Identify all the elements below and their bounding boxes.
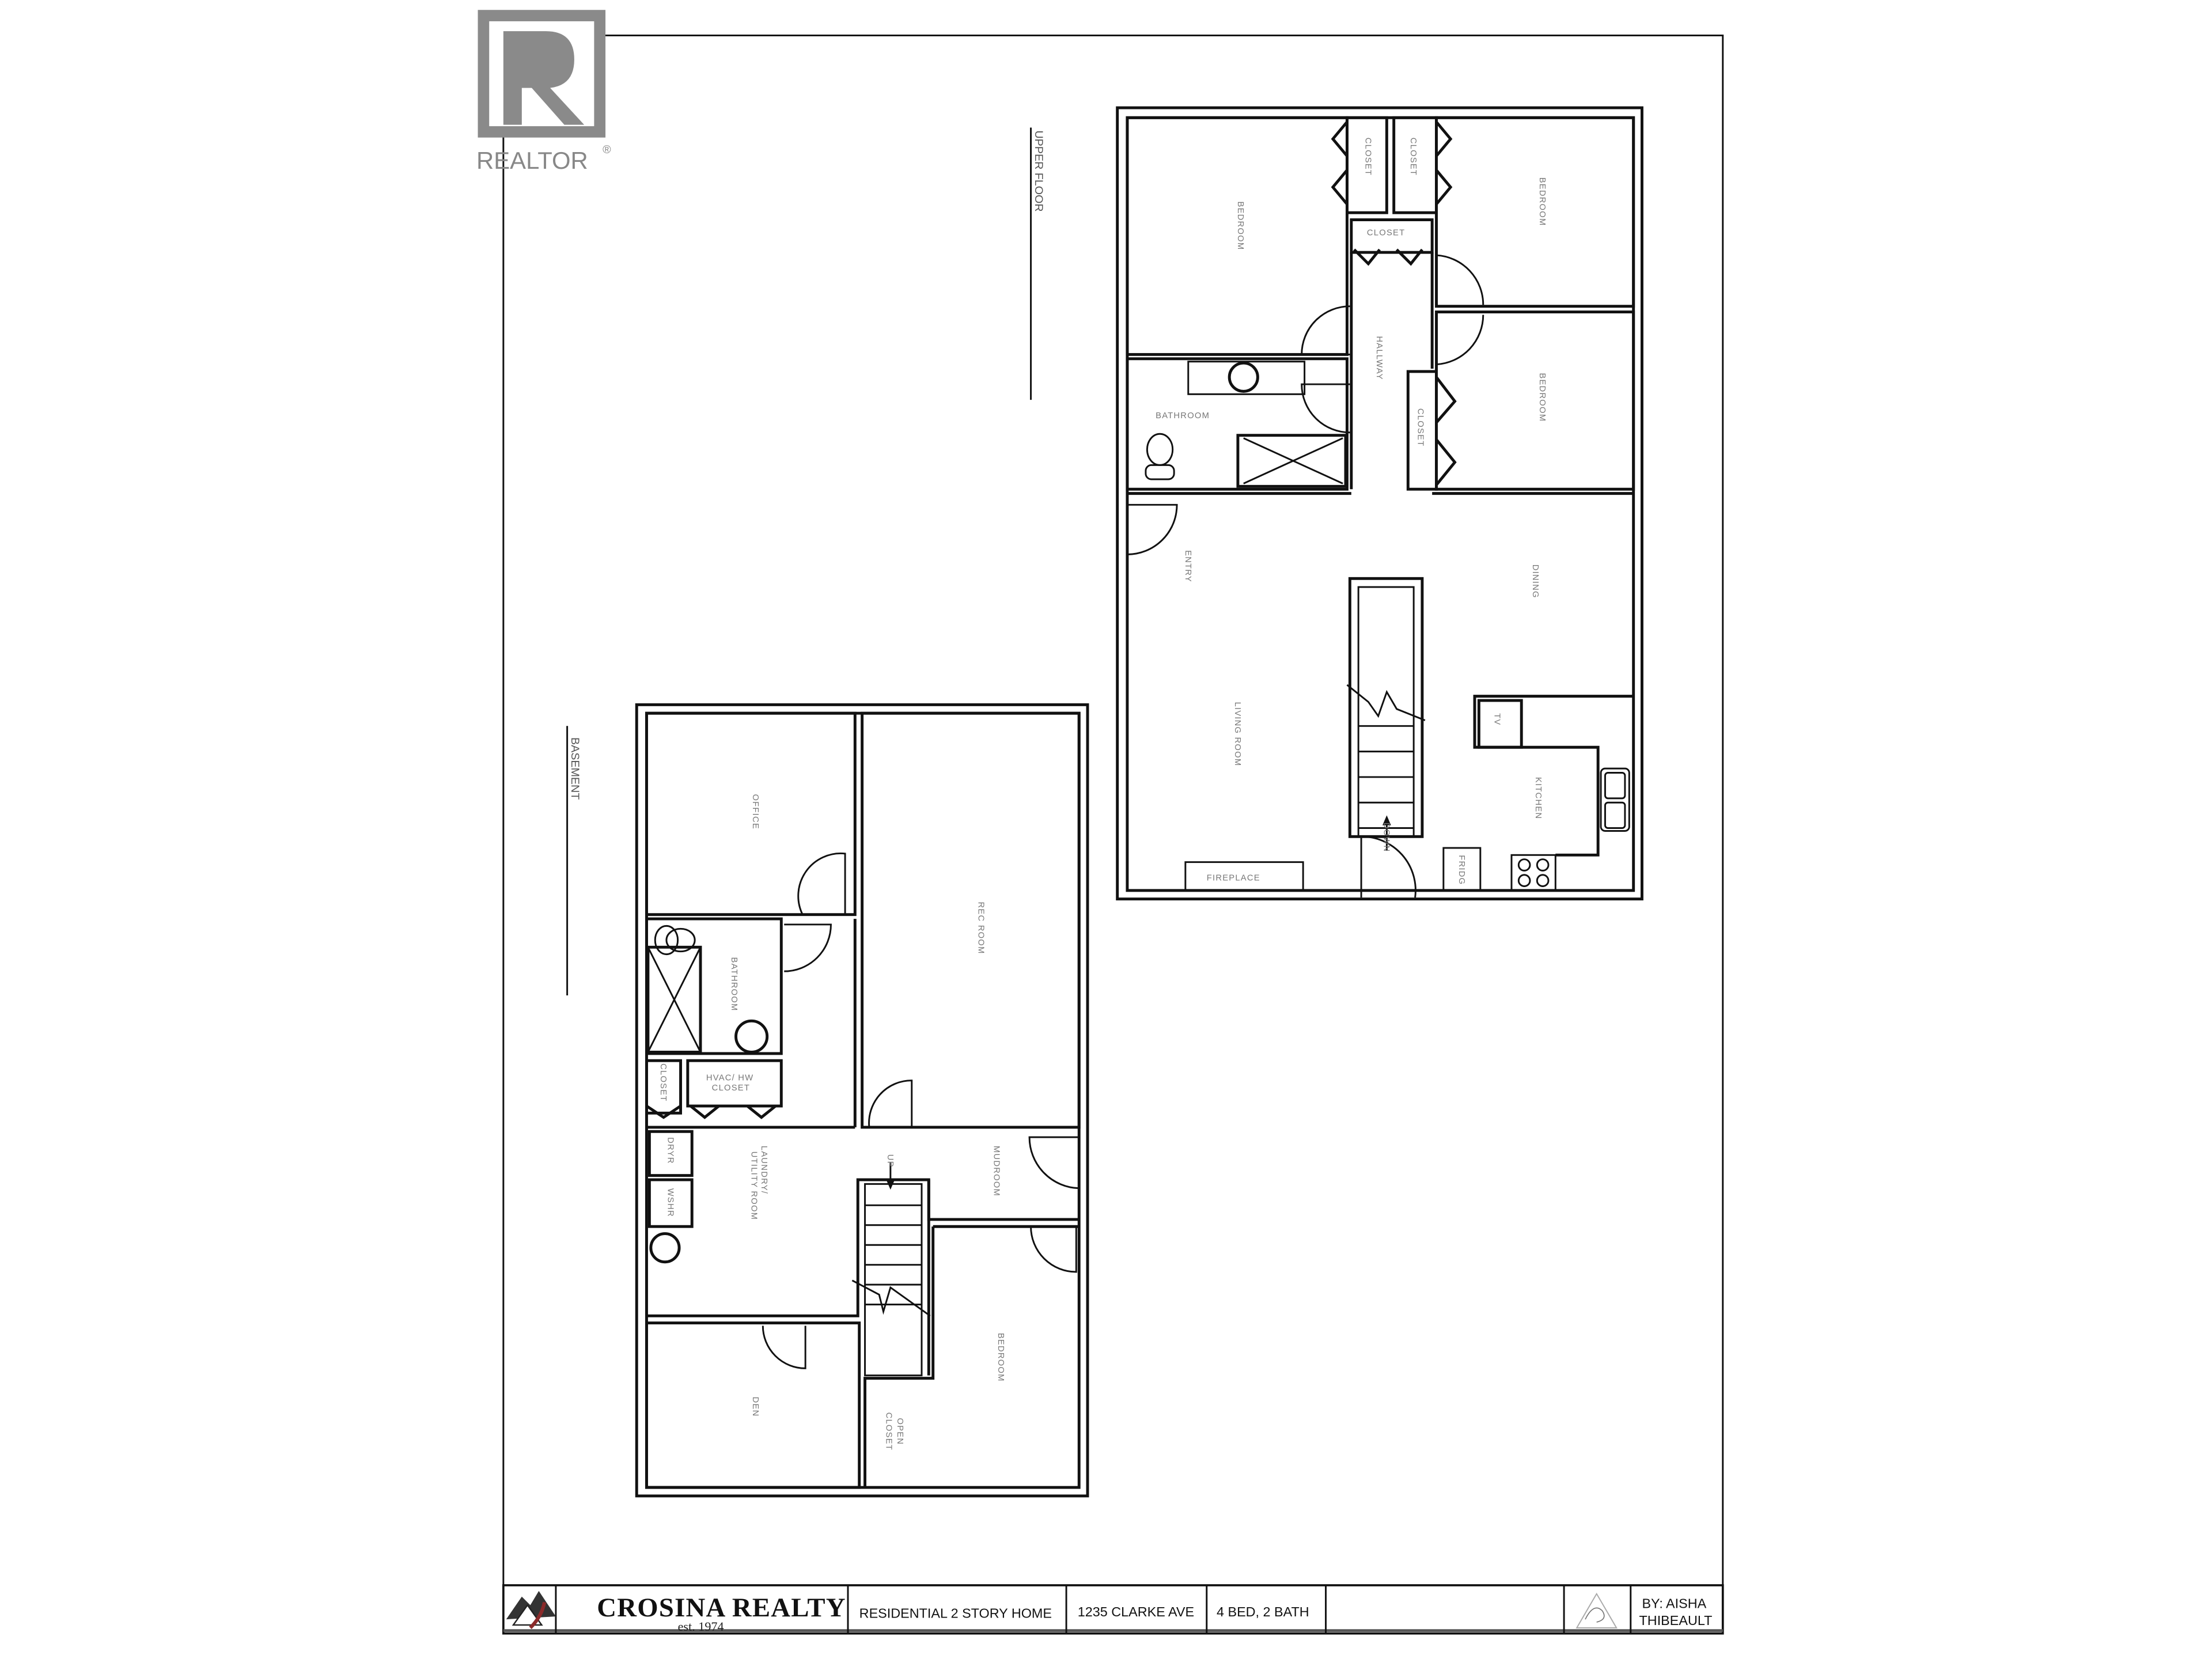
fridge-label: FRIDG — [1457, 855, 1466, 885]
room-label-closet: CLOSET — [1367, 229, 1405, 238]
room-label-utility-room: UTILITY ROOM — [749, 1152, 759, 1220]
tv-label: TV — [1492, 713, 1501, 725]
stairs-up-label: UP — [885, 1154, 895, 1168]
basement-labels: OFFICE REC ROOM BATHROOM CLOSET HVAC/ HW… — [658, 794, 1005, 1450]
crosina-realty-logo — [506, 1590, 556, 1630]
company-established: est. 1974 — [678, 1619, 724, 1634]
room-label-open-closet: OPEN — [895, 1418, 904, 1445]
fireplace-label: FIREPLACE — [1207, 874, 1260, 883]
svg-text:®: ® — [603, 143, 611, 156]
washer-label: WSHR — [665, 1188, 675, 1217]
room-label-rec-room: REC ROOM — [976, 902, 985, 955]
dryer-label: DRYR — [665, 1137, 675, 1164]
room-label-kitchen: KITCHEN — [1533, 777, 1543, 819]
basement-plan — [635, 703, 1089, 1498]
property-address: 1235 CLARKE AVE — [1078, 1604, 1194, 1619]
svg-text:REALTOR: REALTOR — [476, 147, 588, 174]
realtor-logo: REALTOR ® — [476, 10, 611, 174]
room-label-bathroom: BATHROOM — [1156, 411, 1210, 421]
room-label-bedroom: BEDROOM — [1236, 202, 1245, 251]
room-label-laundry: LAUNDRY/ — [759, 1146, 768, 1194]
room-label-bedroom: BEDROOM — [1537, 373, 1547, 422]
upper-floor-title: UPPER FLOOR — [1032, 130, 1045, 211]
room-label-bedroom: BEDROOM — [996, 1333, 1005, 1382]
room-label-entry: ENTRY — [1183, 550, 1192, 582]
company-name: CROSINA REALTY — [597, 1593, 846, 1623]
room-label-closet: CLOSET — [1416, 408, 1425, 446]
room-label-open-closet-2: CLOSET — [884, 1412, 893, 1450]
room-label-den: DEN — [751, 1397, 760, 1417]
room-label-bathroom: BATHROOM — [729, 957, 738, 1012]
author-line-1: BY: AISHA — [1642, 1596, 1706, 1611]
room-label-hallway: HALLWAY — [1374, 336, 1384, 380]
title-block: CROSINA REALTY est. 1974 RESIDENTIAL 2 S… — [502, 1584, 1724, 1635]
room-label-closet: CLOSET — [1363, 138, 1372, 176]
room-label-closet: CLOSET — [658, 1063, 668, 1101]
stairs-down-label: DOWN — [1381, 823, 1391, 853]
author-line-2: THIBEAULT — [1639, 1613, 1713, 1628]
room-label-living-room: LIVING ROOM — [1233, 702, 1242, 766]
room-label-closet: CLOSET — [1408, 138, 1418, 176]
room-label-hvac-closet: CLOSET — [712, 1084, 750, 1093]
room-label-bedroom: BEDROOM — [1537, 177, 1547, 226]
room-label-office: OFFICE — [751, 794, 760, 829]
sheet-border — [502, 35, 1724, 1635]
property-type: RESIDENTIAL 2 STORY HOME — [859, 1606, 1052, 1621]
upper-floor-plan — [1116, 106, 1643, 901]
room-label-dining: DINING — [1531, 565, 1540, 599]
room-label-mudroom: MUDROOM — [992, 1146, 1001, 1196]
room-label-hvac-hw: HVAC/ HW — [706, 1074, 754, 1083]
beds-baths: 4 BED, 2 BATH — [1217, 1604, 1309, 1619]
upper-floor-labels: BEDROOM CLOSET CLOSET CLOSET BEDROOM HAL… — [1156, 138, 1547, 885]
basement-title: BASEMENT — [569, 737, 581, 800]
signature-logo — [1575, 1592, 1618, 1628]
